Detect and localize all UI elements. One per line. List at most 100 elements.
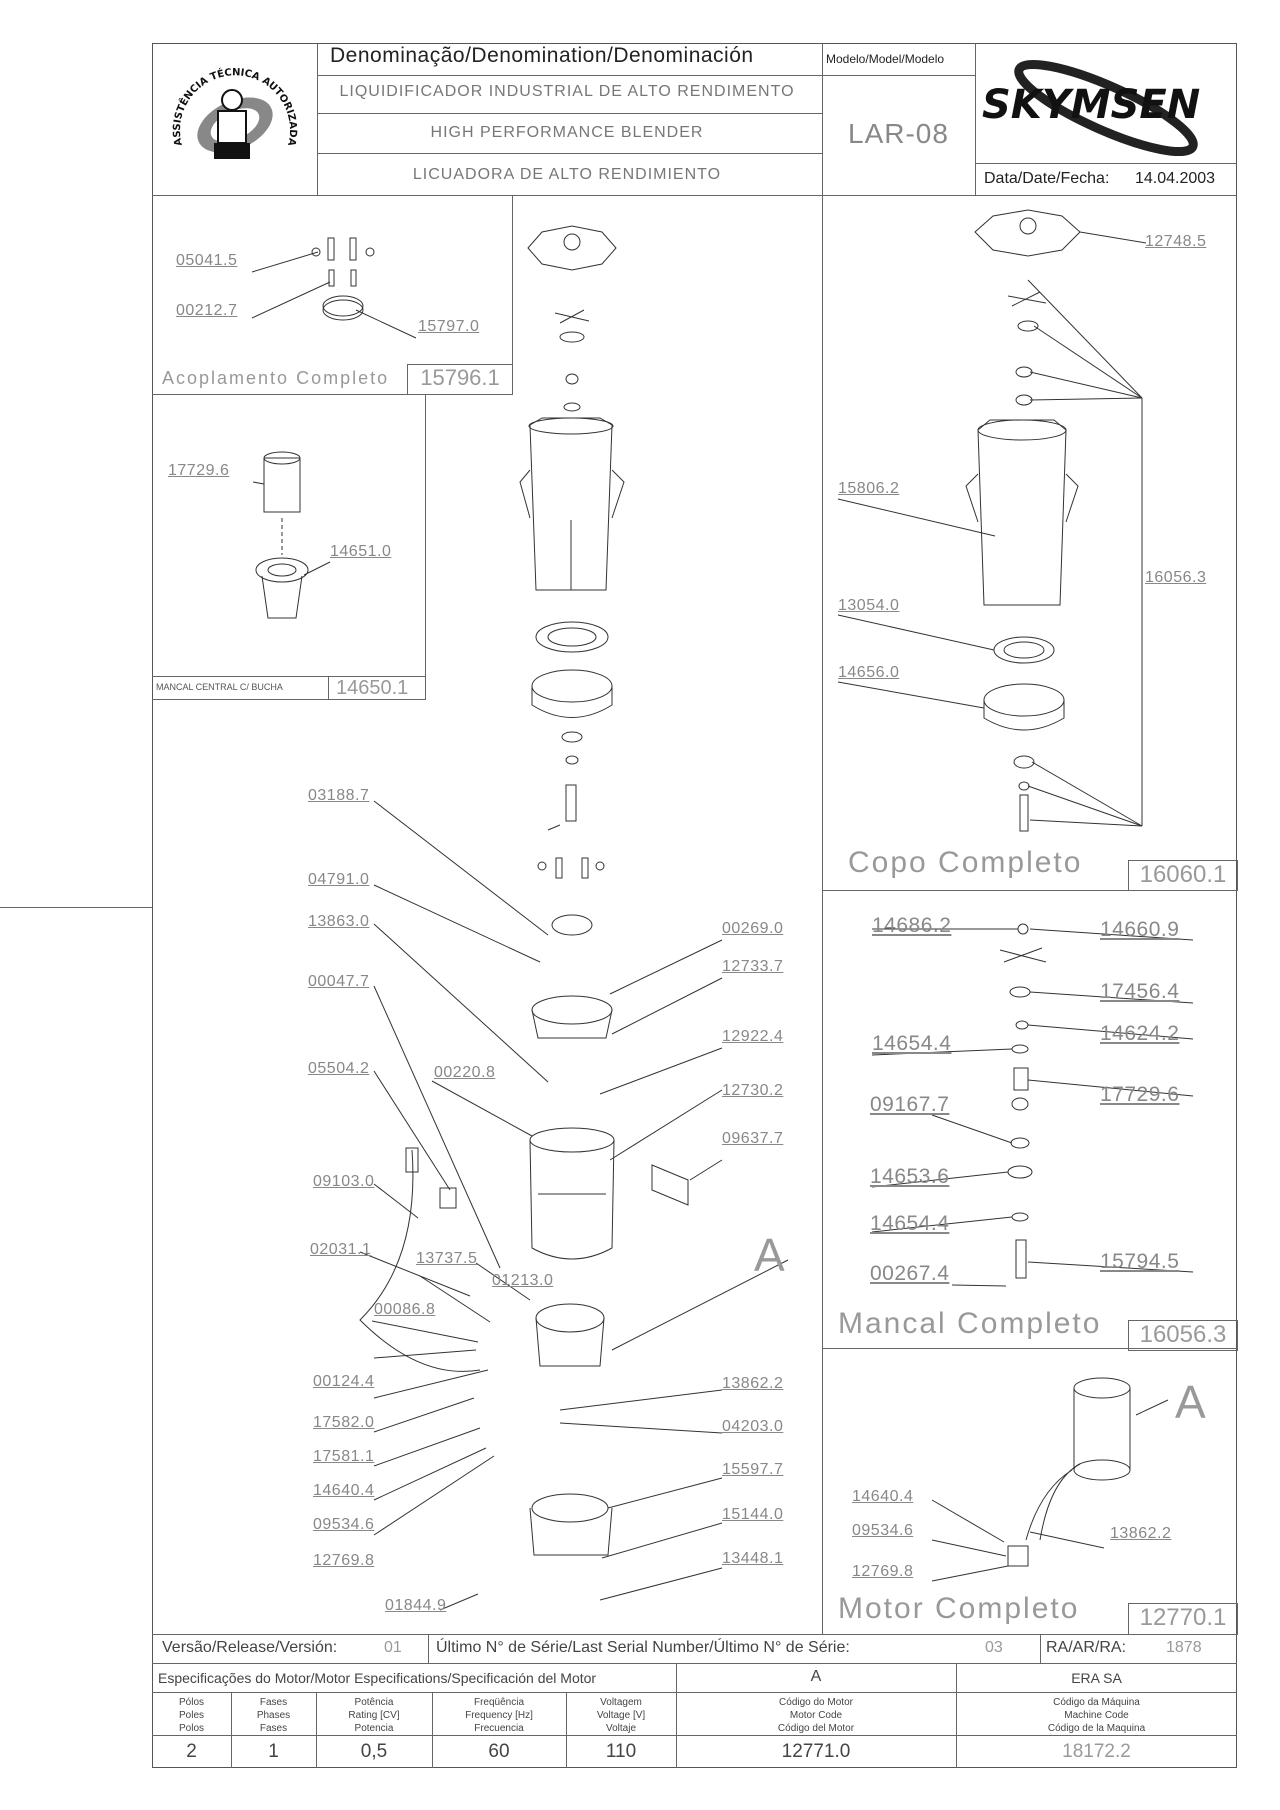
part-label: 15797.0 [418, 318, 480, 335]
section-divider [152, 699, 425, 700]
section-divider [822, 890, 1237, 891]
table-line [152, 1692, 1237, 1693]
section-divider [512, 195, 513, 395]
section-divider [328, 676, 329, 700]
part-label: 14686.2 [872, 914, 952, 937]
motor-spec-title: Especificações do Motor/Motor Especifica… [158, 1670, 597, 1686]
version-value: 01 [384, 1639, 402, 1656]
part-label: 17729.6 [168, 462, 230, 479]
part-label: 14660.9 [1100, 918, 1180, 941]
section-title-copo: Copo Completo [848, 846, 1083, 879]
part-label: 17582.0 [313, 1414, 375, 1431]
value-machine-code: 18172.2 [1062, 1741, 1131, 1762]
table-line [956, 1663, 957, 1768]
table-line [566, 1692, 567, 1768]
part-label: 17581.1 [313, 1448, 375, 1465]
section-divider [822, 1348, 1237, 1349]
value-rating: 0,5 [360, 1741, 388, 1762]
model-value: LAR-08 [848, 118, 949, 149]
value-poles: 2 [186, 1741, 197, 1762]
section-divider [152, 676, 425, 677]
part-label: 12922.4 [722, 1028, 784, 1045]
part-label: 12748.5 [1145, 233, 1207, 250]
part-label: 00086.8 [374, 1301, 436, 1318]
header-row-line [975, 163, 1237, 164]
value-phases: 1 [268, 1741, 279, 1762]
table-line [152, 1735, 1237, 1736]
section-divider [152, 394, 512, 395]
motor-spec-letter: A [810, 1668, 822, 1685]
model-label: Modelo/Model/Modelo [826, 52, 945, 66]
part-label: 00269.0 [722, 920, 784, 937]
part-label: 09167.7 [870, 1093, 950, 1116]
part-label: 15806.2 [838, 480, 900, 497]
header-divider [317, 43, 318, 195]
part-label: 12769.8 [852, 1563, 914, 1580]
table-line [432, 1692, 433, 1768]
part-label: 09637.7 [722, 1130, 784, 1147]
date-value: 14.04.2003 [1135, 170, 1216, 187]
part-label: 16056.3 [1145, 569, 1207, 586]
value-voltage: 110 [605, 1741, 637, 1762]
part-label: 14624.2 [1100, 1022, 1180, 1045]
motor-letter: A [1175, 1376, 1206, 1428]
part-label: 13862.2 [1110, 1525, 1172, 1542]
description-en: HIGH PERFORMANCE BLENDER [430, 124, 704, 141]
table-line [316, 1692, 317, 1768]
part-label: 03188.7 [308, 787, 370, 804]
table-line [428, 1634, 429, 1663]
drawing-sheet [152, 43, 1237, 1768]
part-label: 17729.6 [1100, 1083, 1180, 1106]
part-label: 14651.0 [330, 543, 392, 560]
part-label: 14656.0 [838, 664, 900, 681]
section-title-mancal-central: MANCAL CENTRAL C/ BUCHA [156, 682, 283, 692]
part-label: 13448.1 [722, 1550, 784, 1567]
part-label: 09103.0 [313, 1173, 375, 1190]
part-label: 13054.0 [838, 597, 900, 614]
part-label: 13863.0 [308, 913, 370, 930]
part-label: 04791.0 [308, 871, 370, 888]
section-code-motor: 12770.1 [1128, 1603, 1238, 1635]
date-label: Data/Date/Fecha: [984, 170, 1110, 187]
section-divider [425, 394, 426, 700]
section-divider [822, 195, 823, 1635]
value-motor-code: 12771.0 [781, 1741, 851, 1762]
header-row-line [317, 113, 822, 114]
table-line [1040, 1634, 1041, 1663]
part-label: 00267.4 [870, 1262, 950, 1285]
motor-letter-main: A [754, 1229, 785, 1281]
part-label: 09534.6 [313, 1516, 375, 1533]
table-line [152, 1663, 1237, 1664]
part-label: 14640.4 [313, 1482, 375, 1499]
section-title-acoplamento: Acoplamento Completo [162, 368, 390, 388]
header-divider [975, 43, 976, 195]
part-label: 15597.7 [722, 1461, 784, 1478]
part-label: 17456.4 [1100, 980, 1180, 1003]
value-frequency: 60 [488, 1741, 510, 1762]
brand-text: SKYMSEN [982, 82, 1200, 128]
part-label: 00212.7 [176, 302, 238, 319]
part-label: 04203.0 [722, 1418, 784, 1435]
section-code-copo: 16060.1 [1128, 860, 1238, 891]
ra-value: 1878 [1166, 1639, 1202, 1656]
part-label: 14653.6 [870, 1165, 950, 1188]
serial-value: 03 [985, 1639, 1003, 1656]
authorized-seal: ASSISTÊNCIA TÉCNICA AUTORIZADA [170, 55, 300, 185]
section-code-mancal-central: 14650.1 [336, 677, 409, 699]
part-label: 13737.5 [416, 1250, 478, 1267]
brand-logo: SKYMSEN [978, 50, 1234, 160]
part-label: 09534.6 [852, 1522, 914, 1539]
table-line [676, 1663, 677, 1768]
margin-line [0, 907, 152, 908]
part-label: 05041.5 [176, 252, 238, 269]
section-title-mancal: Mancal Completo [838, 1307, 1102, 1340]
serial-label: Último N° de Série/Last Serial Number/Úl… [436, 1639, 850, 1656]
part-label: 14654.4 [872, 1032, 952, 1055]
ra-label: RA/AR/RA: [1046, 1639, 1127, 1656]
